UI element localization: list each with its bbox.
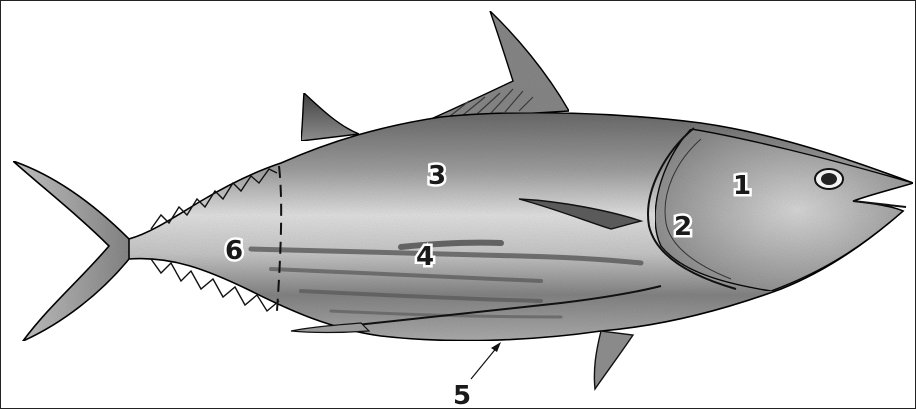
label-4: 4 <box>416 242 434 272</box>
label-1: 1 <box>733 171 751 201</box>
label-6: 6 <box>225 236 243 266</box>
label-5: 5 <box>453 381 471 409</box>
head-region <box>655 129 913 291</box>
pelvic-fin <box>594 331 633 389</box>
tail-fin <box>13 161 129 341</box>
label-3: 3 <box>428 161 446 191</box>
label-2: 2 <box>674 212 692 242</box>
first-dorsal-fin <box>301 93 359 141</box>
label-5-arrow <box>471 342 501 379</box>
pupil <box>821 173 837 185</box>
